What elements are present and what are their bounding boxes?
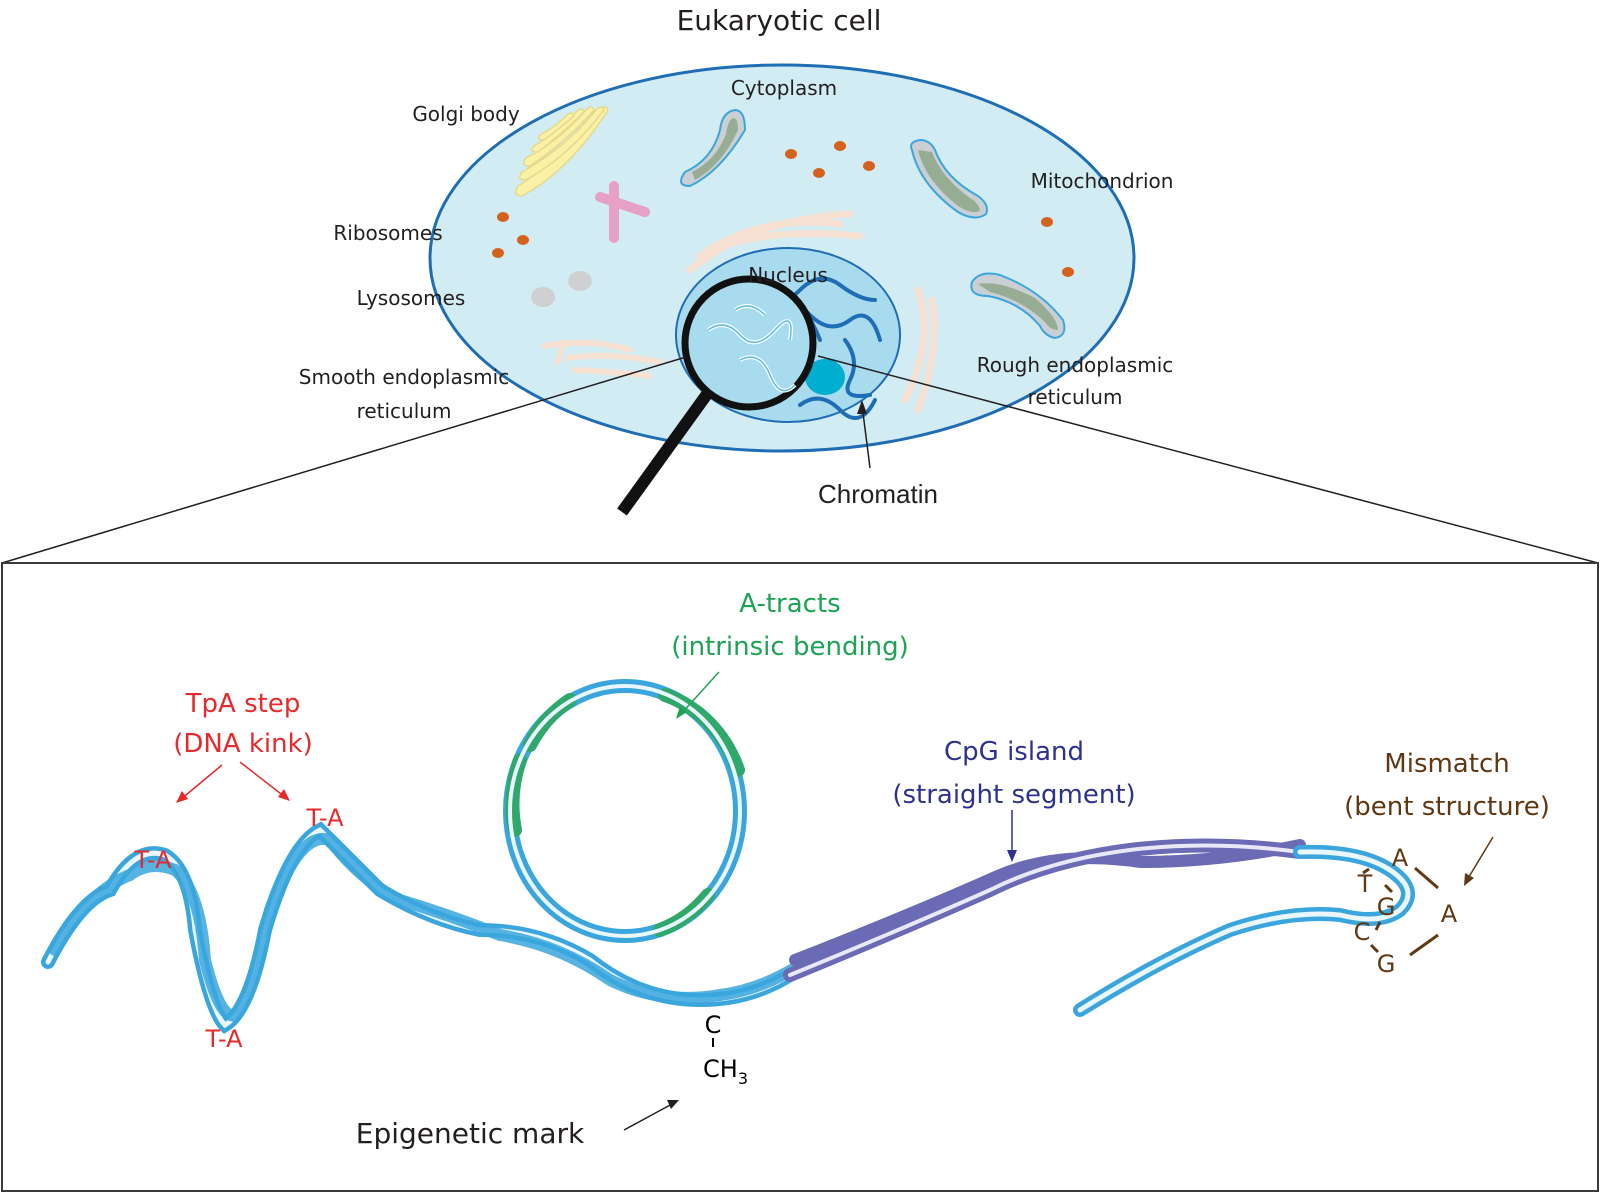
atracts-title: A-tracts <box>739 589 840 619</box>
mismatch-title: Mismatch <box>1384 749 1509 779</box>
tpa-marker-1: T-A <box>133 846 172 874</box>
mismatch-subtitle: (bent structure) <box>1344 792 1550 822</box>
zoom-line-right <box>817 355 1599 564</box>
centriole-icon <box>595 181 650 243</box>
methyl-subscript: 3 <box>738 1069 748 1088</box>
label-smooth-er-line1: Smooth endoplasmic <box>299 365 509 389</box>
zoom-line-left <box>1 356 687 564</box>
tpa-marker-3: T-A <box>204 1025 243 1053</box>
methyl-ch: CH <box>703 1055 738 1083</box>
dna-panel-frame <box>1 562 1599 1192</box>
dna-strand <box>41 679 1415 1034</box>
mismatch-bonds <box>1362 866 1439 957</box>
mismatch-base-a-top: A <box>1392 844 1409 872</box>
tpa-subtitle: (DNA kink) <box>173 729 313 759</box>
atracts-subtitle: (intrinsic bending) <box>671 632 909 662</box>
label-ribosomes: Ribosomes <box>333 221 442 245</box>
epigenetic-label: Epigenetic mark <box>356 1117 585 1150</box>
mismatch-base-c: C <box>1354 918 1371 946</box>
epigenetic-base: C <box>705 1011 722 1039</box>
smooth-er-icon <box>542 339 663 379</box>
mitochondrion-icon <box>680 108 1066 340</box>
tpa-title: TpA step <box>185 689 301 719</box>
diagram-title: Eukaryotic cell <box>677 4 882 37</box>
label-chromatin: Chromatin <box>818 479 938 509</box>
chromatin-icon <box>718 276 882 420</box>
dna-segment-default <box>41 821 806 1034</box>
chromatin-arrow <box>861 404 871 469</box>
dna-segment-cpg <box>783 838 1307 982</box>
arrowhead <box>857 400 867 414</box>
ribosomes-icon <box>492 141 1074 277</box>
magnifying-glass-icon <box>617 275 817 516</box>
rough-er-icon <box>686 210 938 414</box>
cpg-title: CpG island <box>944 737 1084 767</box>
label-rough-er-line1: Rough endoplasmic <box>977 353 1174 377</box>
mismatch-base-a-right: A <box>1441 900 1458 928</box>
tpa-marker-2: T-A <box>305 804 344 832</box>
annotation-arrows <box>176 671 1494 1131</box>
mismatch-base-t: T <box>1357 870 1373 898</box>
dna-segment-mismatch-hairpin <box>1073 844 1415 1017</box>
label-golgi-body: Golgi body <box>412 102 520 126</box>
epigenetic-methyl: CH3 <box>703 1055 748 1088</box>
mismatch-base-g-mid: G <box>1377 893 1396 921</box>
lysosomes-icon <box>531 271 592 307</box>
mismatch-base-g-bottom: G <box>1377 950 1396 978</box>
label-rough-er-line2: reticulum <box>1028 385 1123 409</box>
label-cytoplasm: Cytoplasm <box>731 76 837 100</box>
label-lysosomes: Lysosomes <box>357 286 466 310</box>
label-nucleus: Nucleus <box>748 263 828 287</box>
label-mitochondrion: Mitochondrion <box>1031 169 1174 193</box>
dna-segment-atract-loop <box>503 679 747 943</box>
label-smooth-er-line2: reticulum <box>357 399 452 423</box>
cpg-subtitle: (straight segment) <box>892 780 1135 810</box>
cell-illustration <box>1 63 1599 564</box>
golgi-body-icon <box>515 106 609 197</box>
